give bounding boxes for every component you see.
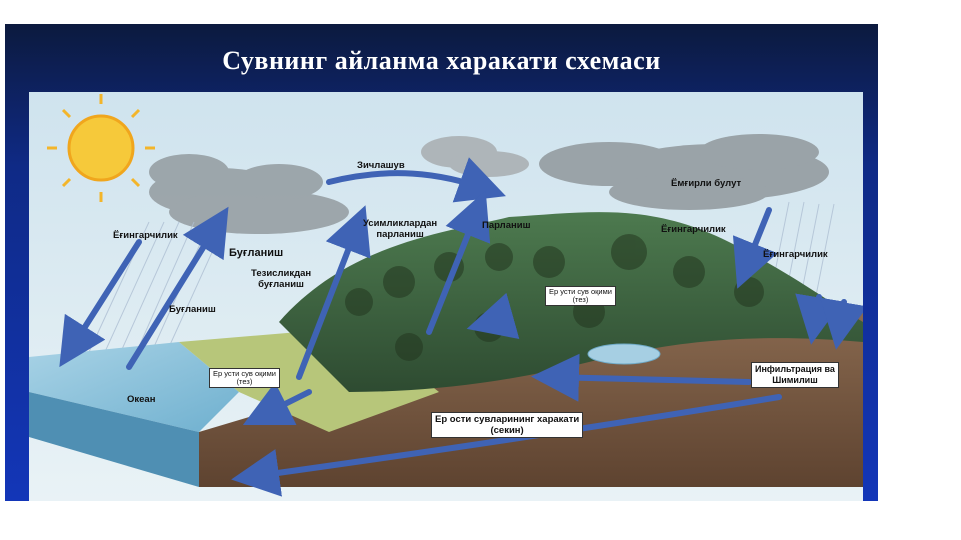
- sun-icon: [47, 94, 155, 202]
- label-condensation: Зичлашув: [357, 160, 405, 171]
- label-big-cloud: Ёмғирли булут: [671, 178, 742, 189]
- arrow-runoff-mountain: [466, 292, 520, 340]
- arrow-precip-right: [732, 207, 778, 289]
- label-surface-water-mountain: Ер усти сув оқими (тез): [545, 286, 616, 306]
- label-precip-mid: Ёғингарчилик: [661, 224, 726, 235]
- label-surface-water-left: Ер усти сув оқими (тез): [209, 368, 280, 388]
- arrow-mountain-evap: [426, 190, 491, 335]
- label-evaporation: Парланиш: [482, 220, 531, 231]
- water-cycle-diagram: Ёғингарчилик Буғланиш Буғланиш Тезисликд…: [29, 92, 868, 516]
- arrow-evap-ocean: [126, 206, 229, 370]
- label-plant-evap: Усимликлардан парланиш: [363, 218, 438, 240]
- label-groundwater: Ер ости сувларининг харакати (секин): [431, 412, 584, 438]
- soil-block: [199, 307, 863, 487]
- water-cycle-illustration: [29, 92, 868, 516]
- label-ocean: Океан: [127, 394, 156, 405]
- slide-frame: Сувнинг айланма харакати схемаси: [5, 24, 878, 516]
- label-precip-right: Ёғингарчилик: [763, 249, 828, 260]
- label-infiltration: Инфильтрация ва Шимилиш: [751, 362, 839, 388]
- arrow-runoff-left: [242, 382, 312, 426]
- label-evap-mid: Буғланиш: [169, 304, 216, 315]
- arrow-infiltration: [795, 293, 843, 345]
- arrow-groundwater-back: [531, 353, 752, 402]
- label-precip-left: Ёғингарчилик: [113, 230, 178, 241]
- slide-title: Сувнинг айланма харакати схемаси: [222, 46, 661, 75]
- bottom-margin: [0, 501, 961, 540]
- cloud-right-icon: [539, 134, 829, 210]
- arrow-precip-left: [59, 239, 142, 368]
- right-margin: [878, 24, 961, 501]
- label-transpiration: Тезисликдан буғланиш: [251, 268, 312, 290]
- arrow-condensation: [326, 157, 506, 203]
- arrow-infiltration-2: [820, 298, 868, 350]
- label-evap-top: Буғланиш: [229, 247, 284, 259]
- lake: [587, 343, 661, 365]
- arrow-plant-evap: [296, 205, 371, 380]
- ocean-side: [29, 392, 199, 487]
